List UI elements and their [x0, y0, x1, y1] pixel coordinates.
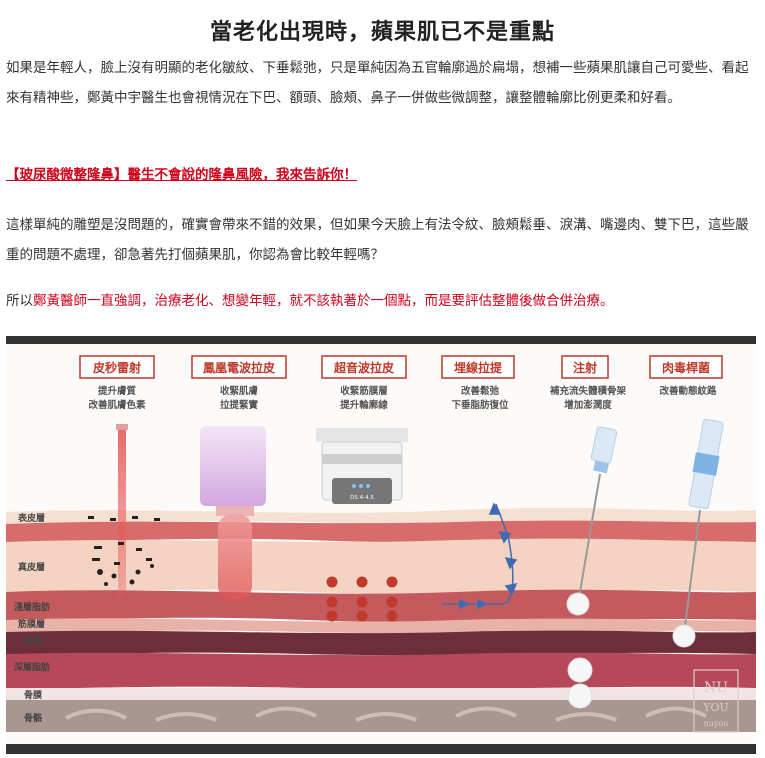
layer-label: 淺層脂肪	[14, 601, 50, 613]
paragraph-intro: 如果是年輕人，臉上沒有明顯的老化皺紋、下垂鬆弛，只是單純因為五官輪廓過於扁塌，想…	[6, 60, 749, 106]
treatment-name: 超音波拉皮	[333, 360, 394, 375]
layer-deep-fat	[6, 652, 756, 690]
conclusion-highlight: 鄭黃醫師一直強調，治療老化、想變年輕，就不該執著於一個點，而是要評估整體後做合併…	[33, 293, 614, 309]
treatment-desc: 收緊筋膜層	[340, 385, 388, 397]
laser-beam	[116, 424, 128, 596]
treatment-picosecond: 皮秒雷射 提升膚質 改善肌膚色素	[79, 355, 155, 411]
layer-fascia	[6, 618, 756, 634]
layer-epidermis	[6, 508, 756, 525]
treatment-rf: 鳳凰電波拉皮 收緊肌膚 拉提緊實	[191, 355, 287, 411]
layer-dermis	[6, 538, 756, 594]
layer-muscle	[6, 630, 756, 656]
layer-label: 筋膜層	[17, 618, 45, 630]
treatment-desc: 提升輪廓線	[340, 399, 388, 411]
treatment-name: 埋線拉提	[454, 360, 503, 375]
bone-texture	[65, 706, 707, 722]
treatment-name: 肉毒桿菌	[662, 360, 710, 375]
article-title: 當老化出現時，蘋果肌已不是重點	[209, 20, 555, 45]
skin-layers	[6, 508, 756, 732]
treatment-desc: 增加澎潤度	[564, 399, 612, 411]
watermark-logo: NU YOU nuyou	[693, 669, 739, 733]
treatment-desc: 收緊肌膚	[220, 385, 259, 397]
treatment-desc: 提升膚質	[98, 385, 137, 397]
layer-epidermis-red	[6, 520, 756, 543]
treatment-injection: 注射 補充流失體積骨架 增加澎潤度	[549, 355, 627, 411]
paragraph-problem: 這樣單純的雕塑是沒問題的，確實會帶來不錯的效果，但如果今天臉上有法令紋、臉頰鬆垂…	[6, 217, 749, 263]
filler-deposits	[566, 592, 593, 709]
watermark-text: YOU	[702, 701, 729, 714]
layer-label: 真皮層	[18, 561, 45, 573]
treatment-desc: 補充流失體積骨架	[549, 385, 627, 397]
diagram-bottom-bar	[6, 744, 756, 754]
treatment-name: 鳳凰電波拉皮	[203, 360, 275, 375]
hifu-focus-dots	[326, 576, 398, 622]
thread-lift	[442, 502, 518, 610]
treatment-hifu: 超音波拉皮 收緊筋膜層 提升輪廓線	[321, 355, 407, 411]
watermark-text: NU	[704, 680, 728, 696]
conclusion-prefix: 所以	[6, 293, 33, 309]
treatment-name: 皮秒雷射	[92, 360, 141, 375]
treatment-botox: 肉毒桿菌 改善動態紋路	[649, 355, 723, 397]
treatment-desc: 改善鬆弛	[461, 385, 500, 397]
related-article-link[interactable]: 【玻尿酸微整隆鼻】醫生不會說的隆鼻風險，我來告訴你！	[6, 167, 357, 183]
botox-deposit	[672, 624, 696, 648]
botox-syringe	[683, 418, 724, 635]
treatment-desc: 改善肌膚色素	[88, 399, 146, 411]
diagram-top-bar	[6, 336, 756, 344]
rf-device	[200, 426, 266, 600]
skin-layer-diagram: 表皮層 真皮層 淺層脂肪 筋膜層 肌肉 深層脂肪 骨膜 骨骼 皮秒雷射 提升膚質…	[6, 336, 756, 754]
treatment-thread: 埋線拉提 改善鬆弛 下垂脂肪復位	[441, 355, 515, 411]
layer-label: 骨膜	[24, 689, 43, 701]
layer-label: 表皮層	[17, 512, 45, 524]
watermark-sub: nuyou	[704, 719, 729, 728]
layer-label: 骨骼	[24, 712, 43, 724]
layer-label: 深層脂肪	[14, 661, 50, 673]
hifu-device: DS 4-4.5	[316, 428, 408, 504]
filler-syringe	[577, 426, 618, 605]
pigment-dots	[88, 516, 160, 586]
treatment-desc: 改善動態紋路	[659, 385, 717, 397]
treatment-desc: 下垂脂肪復位	[451, 399, 509, 411]
treatment-name: 注射	[573, 360, 597, 375]
paragraph-conclusion: 所以鄭黃醫師一直強調，治療老化、想變年輕，就不該執著於一個點，而是要評估整體後做…	[6, 286, 758, 316]
hifu-cartridge-label: DS 4-4.5	[350, 495, 374, 501]
layer-periosteum	[6, 688, 756, 700]
layer-label: 肌肉	[23, 635, 42, 647]
treatment-desc: 拉提緊實	[220, 399, 259, 411]
